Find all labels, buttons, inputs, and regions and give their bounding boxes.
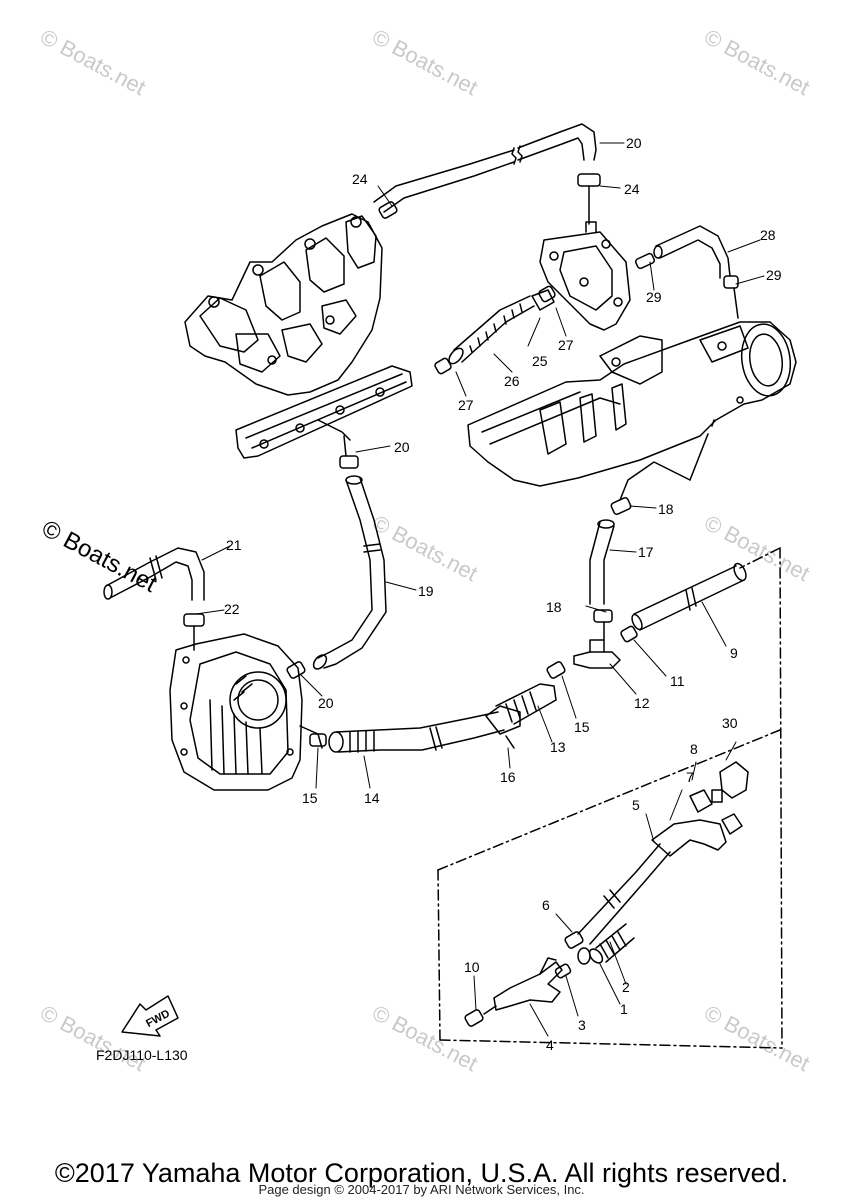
callout-21: 21 bbox=[226, 537, 242, 553]
callout-7: 7 bbox=[686, 769, 694, 785]
callout-29: 29 bbox=[766, 267, 782, 283]
callout-26: 26 bbox=[504, 373, 520, 389]
callout-12: 12 bbox=[634, 695, 650, 711]
group-boundary bbox=[437, 547, 783, 1049]
callout-20: 20 bbox=[318, 695, 334, 711]
callout-14: 14 bbox=[364, 790, 380, 806]
callout-5: 5 bbox=[632, 797, 640, 813]
callout-2: 2 bbox=[622, 979, 630, 995]
callout-27: 27 bbox=[558, 337, 574, 353]
callout-9: 9 bbox=[730, 645, 738, 661]
lower-assembly bbox=[464, 761, 749, 1027]
callout-8: 8 bbox=[690, 741, 698, 757]
callout-10: 10 bbox=[464, 959, 480, 975]
exhaust-muffler bbox=[467, 321, 797, 487]
callout-18: 18 bbox=[658, 501, 674, 517]
callout-6: 6 bbox=[542, 897, 550, 913]
callout-24: 24 bbox=[624, 181, 640, 197]
fwd-arrow-icon bbox=[121, 995, 179, 1037]
callout-11: 11 bbox=[670, 673, 685, 689]
hose-13-14 bbox=[328, 661, 566, 753]
callout-1: 1 bbox=[620, 1001, 628, 1017]
callout-numbers: 20 24 24 28 29 29 27 25 26 27 20 18 21 1… bbox=[224, 135, 782, 1053]
clamp-24 bbox=[378, 173, 601, 225]
callout-19: 19 bbox=[418, 583, 434, 599]
callout-15: 15 bbox=[302, 790, 318, 806]
callout-16: 16 bbox=[500, 769, 516, 785]
hose-17 bbox=[589, 433, 709, 605]
joint-12 bbox=[573, 609, 638, 669]
diagram-code: F2DJ110-L130 bbox=[96, 1047, 188, 1063]
leader-lines bbox=[195, 142, 765, 1037]
regulator-body bbox=[169, 633, 327, 791]
callout-25: 25 bbox=[532, 353, 548, 369]
hose-28 bbox=[634, 225, 739, 319]
callout-20: 20 bbox=[394, 439, 410, 455]
callout-4: 4 bbox=[546, 1037, 554, 1053]
callout-24: 24 bbox=[352, 171, 368, 187]
exhaust-manifold bbox=[184, 213, 413, 459]
callout-22: 22 bbox=[224, 601, 240, 617]
hose-19 bbox=[286, 435, 387, 679]
page-credit: Page design © 2004-2017 by ARI Network S… bbox=[258, 1182, 585, 1197]
callout-13: 13 bbox=[550, 739, 566, 755]
hose-25-26 bbox=[434, 285, 556, 375]
hose-23 bbox=[373, 123, 597, 213]
callout-28: 28 bbox=[760, 227, 776, 243]
callout-17: 17 bbox=[638, 544, 654, 560]
hose-21 bbox=[103, 547, 205, 651]
copyright-text: ©2017 Yamaha Motor Corporation, U.S.A. A… bbox=[54, 1158, 789, 1188]
callout-29: 29 bbox=[646, 289, 662, 305]
hose-9 bbox=[631, 562, 747, 631]
water-box bbox=[539, 221, 631, 331]
callout-30: 30 bbox=[722, 715, 738, 731]
callout-18: 18 bbox=[546, 599, 562, 615]
callout-23: 20 bbox=[626, 135, 642, 151]
callout-15: 15 bbox=[574, 719, 590, 735]
callout-27: 27 bbox=[458, 397, 474, 413]
callout-3: 3 bbox=[578, 1017, 586, 1033]
